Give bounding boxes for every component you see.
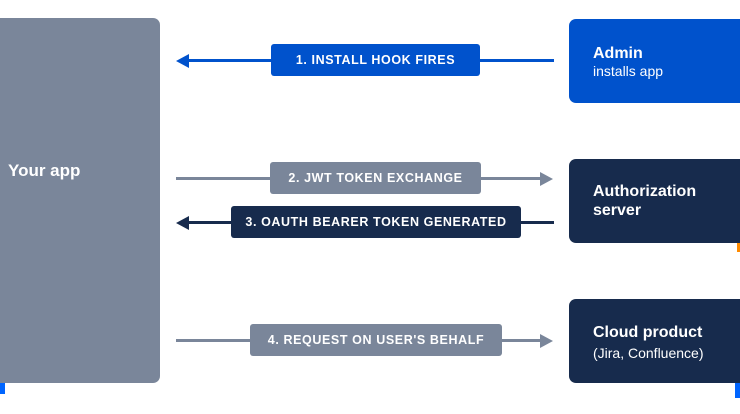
admin-box: Admin installs app	[569, 19, 740, 103]
arrow-head-left	[176, 216, 189, 230]
authorization-server-title: Authorization server	[593, 182, 696, 220]
cloud-product-box: Cloud product (Jira, Confluence)	[569, 299, 740, 383]
decorative-orange-bar	[737, 238, 740, 252]
arrow-head-left	[176, 54, 189, 68]
step-1-label: 1. INSTALL HOOK FIRES	[271, 44, 480, 76]
step-3-label: 3. OAUTH BEARER TOKEN GENERATED	[231, 206, 521, 238]
arrow-head-right	[540, 172, 553, 186]
arrow-head-right	[540, 334, 553, 348]
your-app-label: Your app	[8, 161, 81, 180]
authorization-server-title-line1: Authorization	[593, 183, 697, 200]
cloud-product-subtitle: (Jira, Confluence)	[593, 345, 704, 361]
step-4-label: 4. REQUEST ON USER'S BEHALF	[250, 324, 502, 356]
cloud-product-title: Cloud product	[593, 324, 703, 341]
authorization-server-title-line2: server	[593, 202, 642, 219]
authorization-server-box: Authorization server	[569, 159, 740, 243]
your-app-panel: Your app	[0, 18, 160, 383]
admin-subtitle: installs app	[593, 63, 664, 79]
step-2-label: 2. JWT TOKEN EXCHANGE	[270, 162, 481, 194]
admin-title: Admin	[593, 45, 643, 62]
